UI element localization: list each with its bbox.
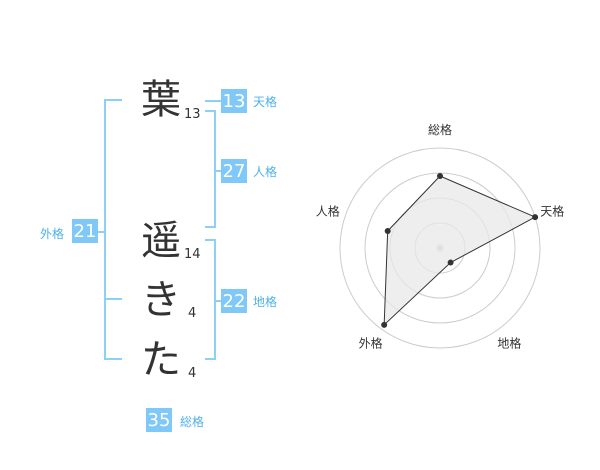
- chikaku-bracket: [205, 239, 216, 360]
- radar-axis-label: 総格: [428, 122, 452, 137]
- gaikaku-connector: [96, 231, 105, 233]
- radar-point-5: [384, 228, 391, 235]
- gaikaku-badge: 21: [72, 219, 98, 243]
- radar-polygon: [383, 175, 537, 327]
- radar-point-2: [532, 214, 539, 221]
- jinkaku-connector: [216, 170, 221, 172]
- radar-axis-label: 天格: [540, 204, 564, 219]
- name-char-4: た: [141, 337, 181, 383]
- stroke-count-4: 4: [188, 366, 197, 381]
- stroke-count-1: 13: [184, 107, 201, 122]
- tenkaku-connector: [205, 100, 221, 102]
- stroke-count-2: 14: [184, 247, 201, 262]
- radar-point-1: [437, 173, 443, 179]
- soukaku-badge: 35: [146, 408, 172, 432]
- gaikaku-bracket: [104, 99, 122, 360]
- name-char-3: き: [141, 277, 181, 323]
- gaikaku-bracket-tick: [104, 298, 122, 300]
- jinkaku-badge: 27: [221, 159, 247, 183]
- chikaku-label: 地格: [253, 295, 278, 309]
- radar-axis-label: 外格: [359, 335, 383, 350]
- name-char-2: 遥: [141, 218, 181, 264]
- gaikaku-label: 外格: [40, 227, 65, 241]
- radar-point-3: [447, 259, 454, 266]
- radar-ring: [339, 147, 541, 349]
- jinkaku-label: 人格: [253, 165, 278, 179]
- stroke-count-3: 4: [188, 306, 197, 321]
- radar-axis-label: 人格: [316, 204, 340, 219]
- chikaku-connector: [216, 300, 221, 302]
- jinkaku-bracket: [205, 110, 216, 228]
- chikaku-badge: 22: [221, 289, 247, 313]
- tenkaku-badge: 13: [221, 89, 247, 113]
- tenkaku-label: 天格: [253, 95, 278, 109]
- soukaku-label: 総格: [180, 415, 205, 429]
- name-char-1: 葉: [141, 77, 181, 123]
- radar-point-4: [381, 321, 388, 328]
- radar-axis-label: 地格: [497, 335, 521, 350]
